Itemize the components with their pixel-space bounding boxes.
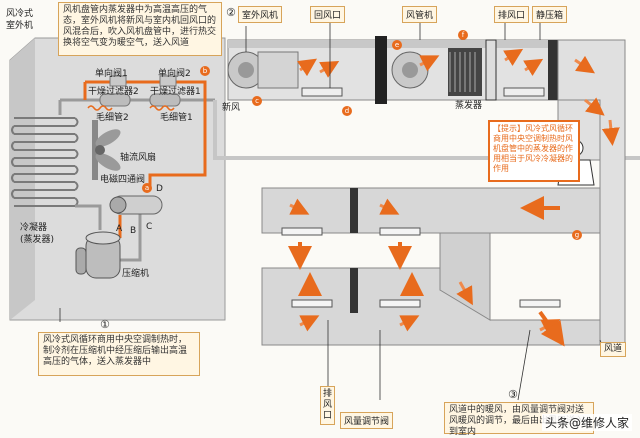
axial-fan-label: 轴流风扇	[120, 153, 157, 163]
return-air-label: 回风口	[310, 6, 346, 23]
compressor-note: 风冷式风循环商用中央空调制热时，制冷剂在压缩机中经压缩后输出高温高压的气体，送入…	[38, 332, 200, 376]
leader-lines	[59, 16, 603, 401]
badge-e: e	[392, 40, 402, 50]
port-a-label: A	[116, 224, 123, 234]
four-way-valve-label: 电磁四通阀	[100, 175, 146, 185]
port-c-label: C	[146, 222, 153, 232]
big-airflow-arrows	[288, 196, 565, 347]
indoor-fan-label: 室外风机	[238, 6, 283, 23]
port-b-label: B	[130, 226, 137, 236]
watermark: 头条@维修人家	[541, 414, 632, 431]
tip-text: 风冷式风循环商用中央空调制热时风机盘管中的蒸发器的作用相当于风冷冷凝器的作用	[493, 124, 573, 173]
capillary-2-label: 毛细管2	[96, 113, 129, 123]
lower-duct-network	[261, 187, 601, 346]
badge-d: d	[342, 106, 352, 116]
badge-a: a	[142, 183, 152, 193]
capillary-1-label: 毛细管1	[160, 113, 193, 123]
tip-box: 【提示】风冷式风循环商用中央空调制热时风机盘管中的蒸发器的作用相当于风冷冷凝器的…	[488, 120, 580, 182]
fan-duct-label: 风管机	[402, 6, 438, 23]
evaporator-label: 蒸发器	[455, 101, 483, 111]
fan-coil-note: 风机盘管内蒸发器中为高温高压的气态，室外风机将新风与室内机回风口的风混合后，吹入…	[58, 2, 222, 56]
tip-title: 【提示】	[493, 124, 525, 133]
duct-label: 风道	[600, 342, 627, 357]
filters-and-valves	[87, 75, 181, 111]
badge-f: f	[458, 30, 468, 40]
compressor-body	[75, 231, 121, 279]
exhaust-air-label: 排风口	[494, 6, 530, 23]
filter-1-label: 干燥过滤器1	[150, 87, 201, 97]
top-duct	[227, 36, 560, 104]
filter-2-label: 干燥过滤器2	[88, 87, 139, 97]
four-way-valve	[109, 195, 163, 215]
badge-c: c	[252, 96, 262, 106]
outdoor-unit-label: 风冷式 室外机	[6, 9, 34, 31]
compressor-label: 压缩机	[122, 269, 150, 279]
callout-number-3: ③	[508, 388, 518, 401]
check-valve-1-label: 单向阀1	[95, 69, 128, 79]
badge-g: g	[572, 230, 582, 240]
axial-fan	[92, 120, 121, 180]
outdoor-unit	[9, 37, 226, 321]
fresh-air-label: 新风	[222, 103, 241, 113]
condenser-label: 冷凝器 (蒸发器)	[20, 223, 55, 245]
callout-number-2: ②	[226, 6, 236, 19]
damper-label: 风量调节阀	[340, 412, 394, 429]
exhaust-bottom-label: 排风口	[320, 386, 335, 425]
condenser-coil	[11, 117, 79, 207]
badge-b: b	[200, 66, 210, 76]
check-valve-2-label: 单向阀2	[158, 69, 191, 79]
port-d-label: D	[156, 184, 163, 194]
static-box-label: 静压箱	[532, 6, 568, 23]
airflow-arrows	[289, 48, 620, 336]
callout-number-1: ①	[100, 318, 110, 331]
